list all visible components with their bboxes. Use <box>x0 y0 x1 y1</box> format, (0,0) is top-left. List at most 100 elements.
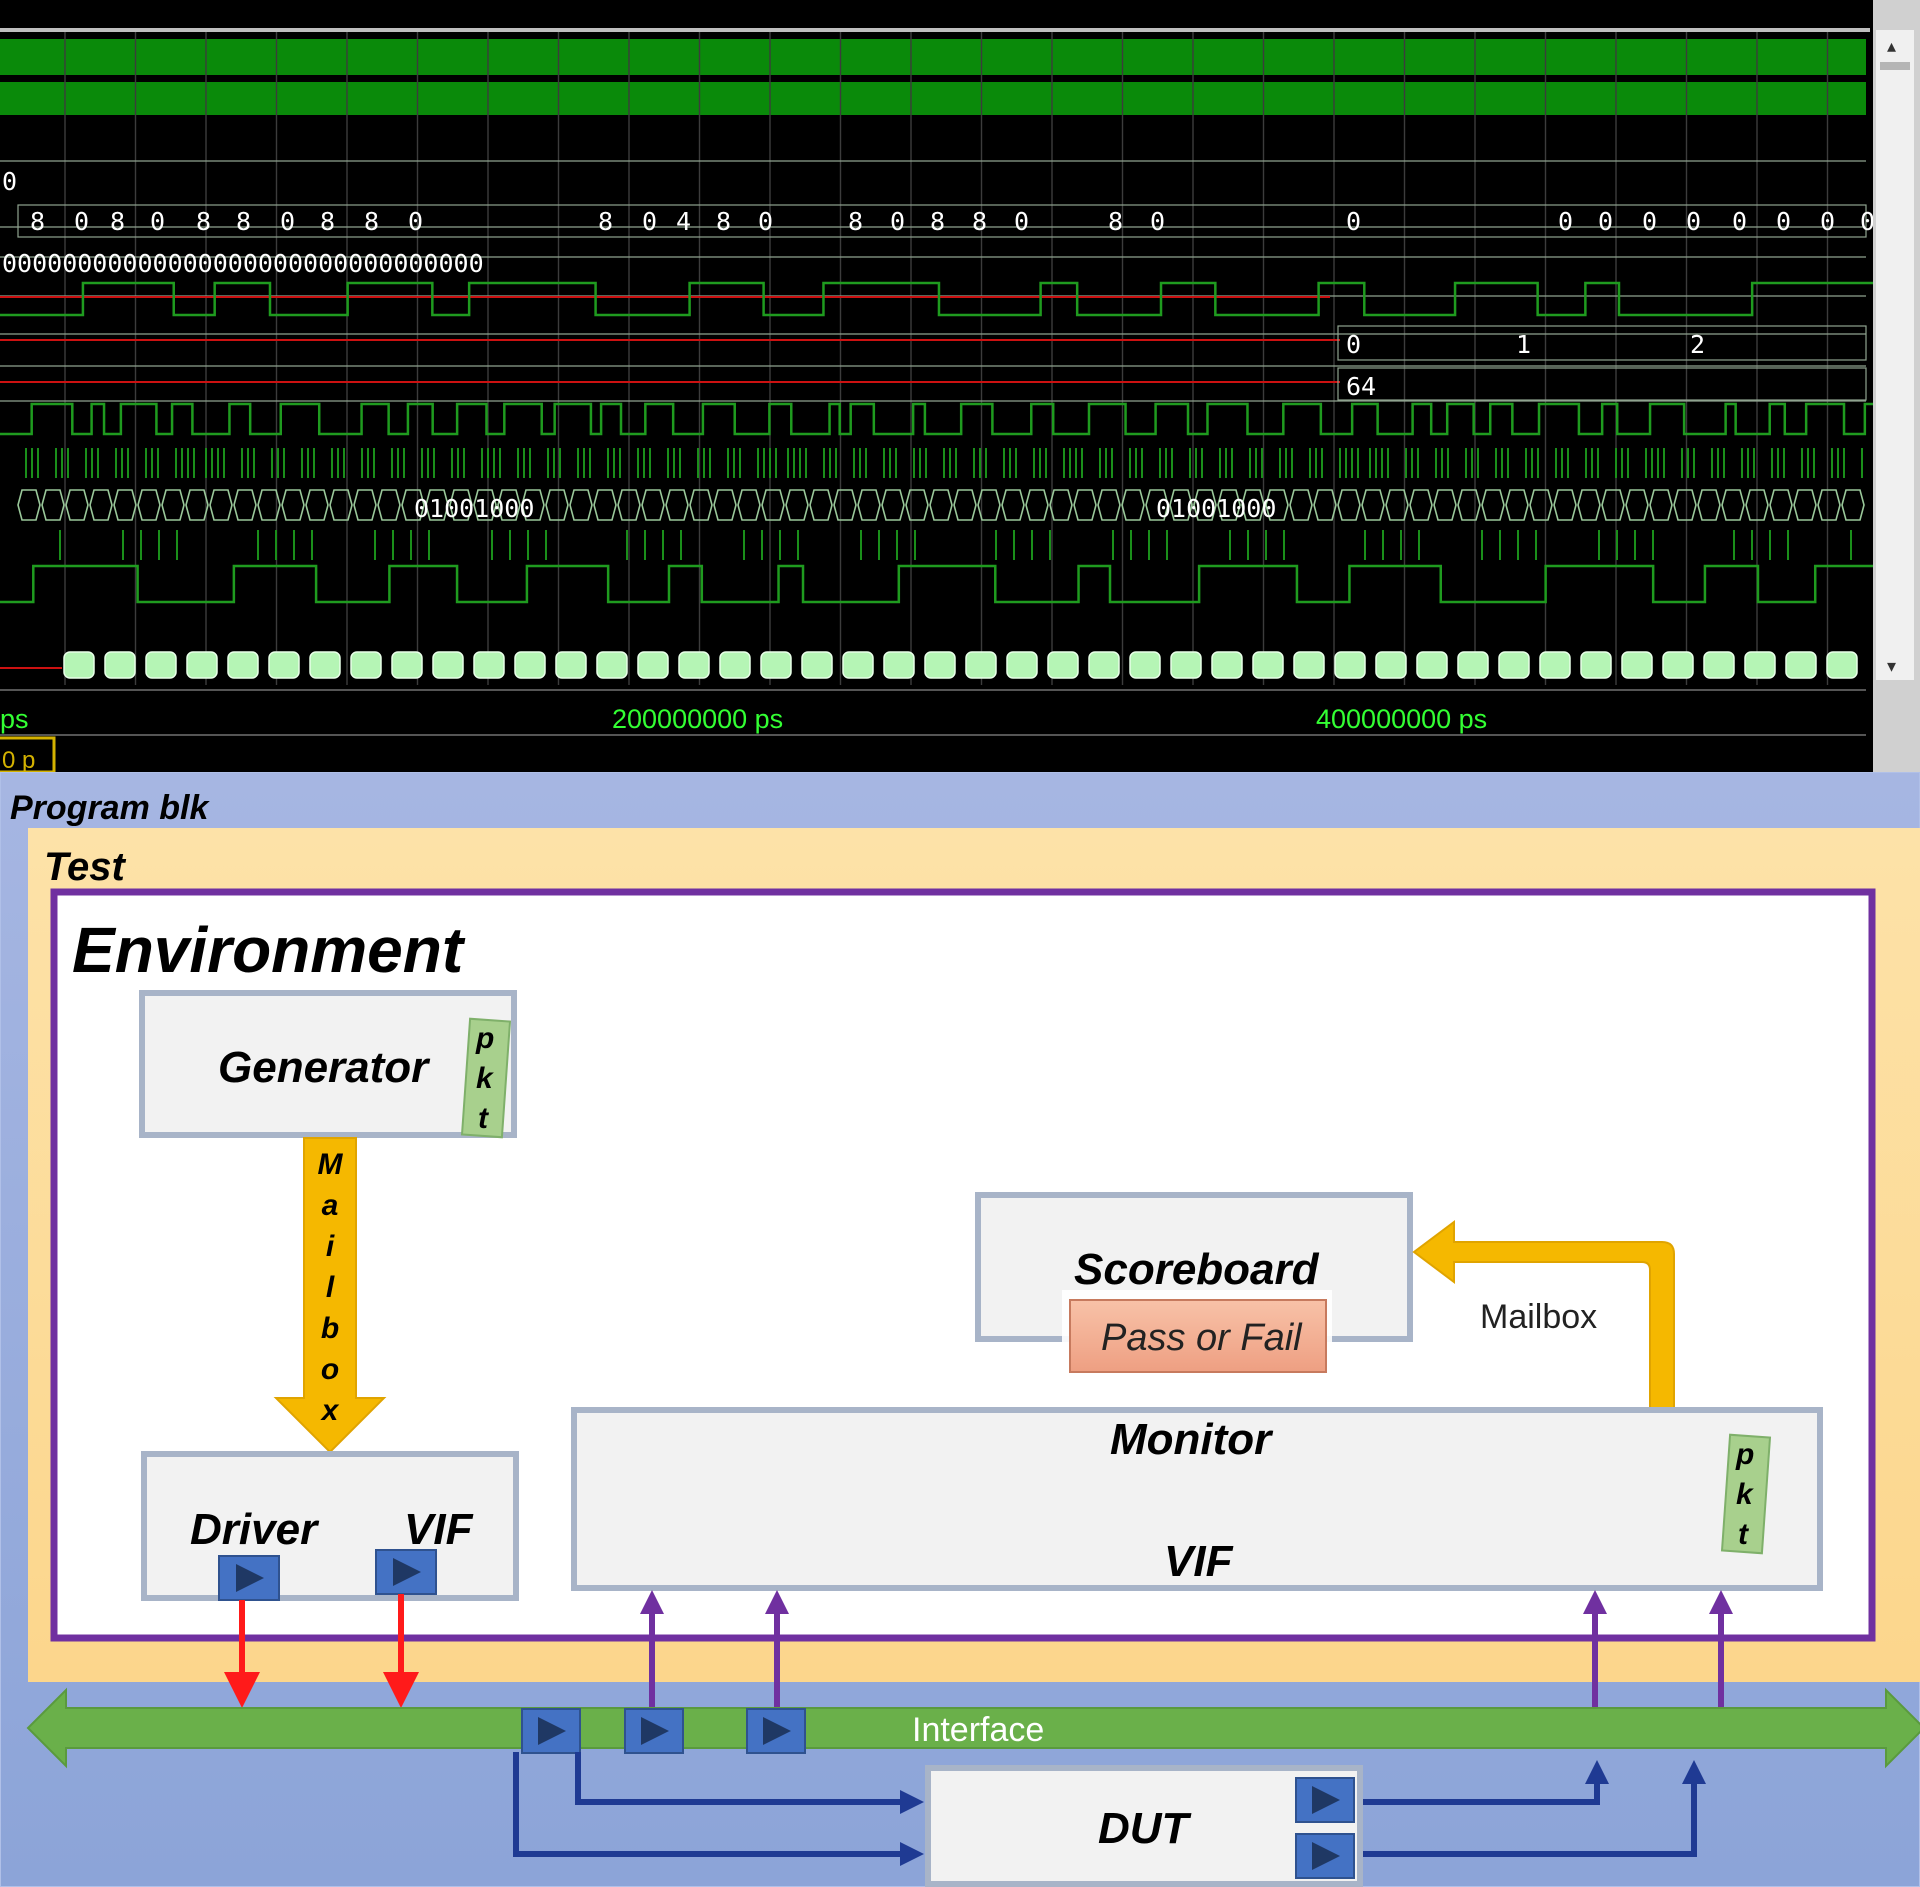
signal-bar-1 <box>0 39 1866 75</box>
svg-text:l: l <box>326 1271 335 1304</box>
testbench-diagram: Program blk Test Environment Generator p… <box>0 772 1920 1887</box>
mailbox-vertical-text: Mailbox <box>318 1148 344 1427</box>
svg-text:0: 0 <box>280 207 295 236</box>
svg-text:x: x <box>320 1394 340 1427</box>
svg-text:0: 0 <box>890 207 905 236</box>
svg-text:8: 8 <box>598 207 613 236</box>
svg-text:0: 0 <box>1346 207 1361 236</box>
svg-text:0: 0 <box>74 207 89 236</box>
svg-text:k: k <box>476 1062 494 1095</box>
svg-text:i: i <box>326 1230 335 1263</box>
svg-text:1: 1 <box>1516 330 1531 359</box>
svg-text:b: b <box>321 1312 339 1345</box>
dut-wire-arrowheads <box>900 1760 1706 1866</box>
pass-fail-box <box>1069 1299 1327 1373</box>
dut-port-2 <box>1295 1833 1355 1879</box>
width-value: 64 <box>1346 372 1376 401</box>
mailbox-label: Mailbox <box>1480 1298 1597 1336</box>
interface-port-2 <box>624 1708 684 1754</box>
svg-text:0: 0 <box>1860 207 1875 236</box>
scroll-down-arrow[interactable]: ▾ <box>1887 656 1896 676</box>
svg-text:0: 0 <box>1776 207 1791 236</box>
test-label: Test <box>44 845 126 889</box>
row1-value: 0 <box>2 167 17 196</box>
pass-fail-label: Pass or Fail <box>1101 1317 1303 1359</box>
svg-text:t: t <box>1738 1518 1750 1551</box>
svg-text:0: 0 <box>1558 207 1573 236</box>
driver-block <box>141 1451 519 1601</box>
svg-text:4: 4 <box>676 207 691 236</box>
svg-text:8: 8 <box>716 207 731 236</box>
svg-text:8: 8 <box>236 207 251 236</box>
svg-text:0: 0 <box>1820 207 1835 236</box>
svg-text:8: 8 <box>930 207 945 236</box>
svg-text:8: 8 <box>364 207 379 236</box>
svg-text:8: 8 <box>1108 207 1123 236</box>
program-label: Program blk <box>10 789 210 827</box>
svg-text:p: p <box>1735 1438 1754 1471</box>
monitor-wires <box>640 1590 1733 1710</box>
data-label-2: 01001000 <box>1156 494 1276 523</box>
interface-port-1 <box>521 1708 581 1754</box>
timeline-fragment: ps <box>0 704 29 734</box>
environment-label: Environment <box>72 914 466 986</box>
driver-label: Driver <box>190 1505 320 1554</box>
svg-text:2: 2 <box>1690 330 1705 359</box>
svg-text:0: 0 <box>642 207 657 236</box>
svg-text:8: 8 <box>30 207 45 236</box>
dut-block <box>925 1765 1363 1887</box>
dut-label: DUT <box>1098 1804 1192 1853</box>
driver-port-2 <box>375 1549 437 1595</box>
svg-text:8: 8 <box>972 207 987 236</box>
svg-text:0: 0 <box>1732 207 1747 236</box>
svg-text:M: M <box>318 1148 344 1181</box>
svg-text:0: 0 <box>1014 207 1029 236</box>
svg-text:a: a <box>322 1189 339 1222</box>
generator-pkt-tag: p k t <box>460 1017 512 1139</box>
svg-text:0: 0 <box>1642 207 1657 236</box>
monitor-vif-label: VIF <box>1164 1537 1234 1586</box>
svg-text:0: 0 <box>758 207 773 236</box>
counter-row: 0 1 2 <box>1337 325 1867 401</box>
monitor-pkt-tag: p k t <box>1720 1433 1772 1555</box>
svg-text:0: 0 <box>408 207 423 236</box>
row3-value: 00000000000000000000000000000000 <box>2 249 484 278</box>
svg-text:o: o <box>321 1353 339 1386</box>
scroll-up-arrow[interactable]: ▴ <box>1887 36 1896 56</box>
monitor-label: Monitor <box>1110 1415 1274 1464</box>
interface-label: Interface <box>912 1711 1044 1749</box>
svg-text:t: t <box>478 1102 490 1135</box>
monitor-block <box>571 1407 1823 1591</box>
signal-bar-2 <box>0 82 1866 115</box>
svg-text:8: 8 <box>196 207 211 236</box>
svg-text:0: 0 <box>1346 330 1361 359</box>
driver-port-1 <box>218 1555 280 1601</box>
scroll-thumb[interactable] <box>1880 62 1910 70</box>
svg-text:0: 0 <box>1150 207 1165 236</box>
generator-block <box>139 990 517 1138</box>
timeline-tick-1: 200000000 ps <box>612 704 783 734</box>
svg-text:0: 0 <box>1598 207 1613 236</box>
svg-text:8: 8 <box>110 207 125 236</box>
interface-port-3 <box>746 1708 806 1754</box>
scoreboard-label: Scoreboard <box>1074 1245 1320 1294</box>
dut-wires <box>513 1752 1697 1857</box>
svg-text:0: 0 <box>1686 207 1701 236</box>
signal-rows <box>0 160 1912 679</box>
cursor-box[interactable] <box>0 736 56 772</box>
cursor-value: 0 p <box>2 747 35 772</box>
svg-text:p: p <box>475 1022 494 1055</box>
interface-arrow <box>26 1687 1920 1769</box>
generator-driver-mailbox-arrow: Mailbox <box>273 1137 387 1454</box>
svg-text:0: 0 <box>150 207 165 236</box>
svg-text:8: 8 <box>320 207 335 236</box>
timeline-tick-2: 400000000 ps <box>1316 704 1487 734</box>
monitor-scoreboard-mailbox-arrow <box>1412 1220 1675 1411</box>
svg-text:k: k <box>1736 1478 1754 1511</box>
generator-label: Generator <box>218 1043 431 1092</box>
dut-port-1 <box>1295 1777 1355 1823</box>
driver-vif-label: VIF <box>404 1505 474 1554</box>
data-label-1: 01001000 <box>414 494 534 523</box>
